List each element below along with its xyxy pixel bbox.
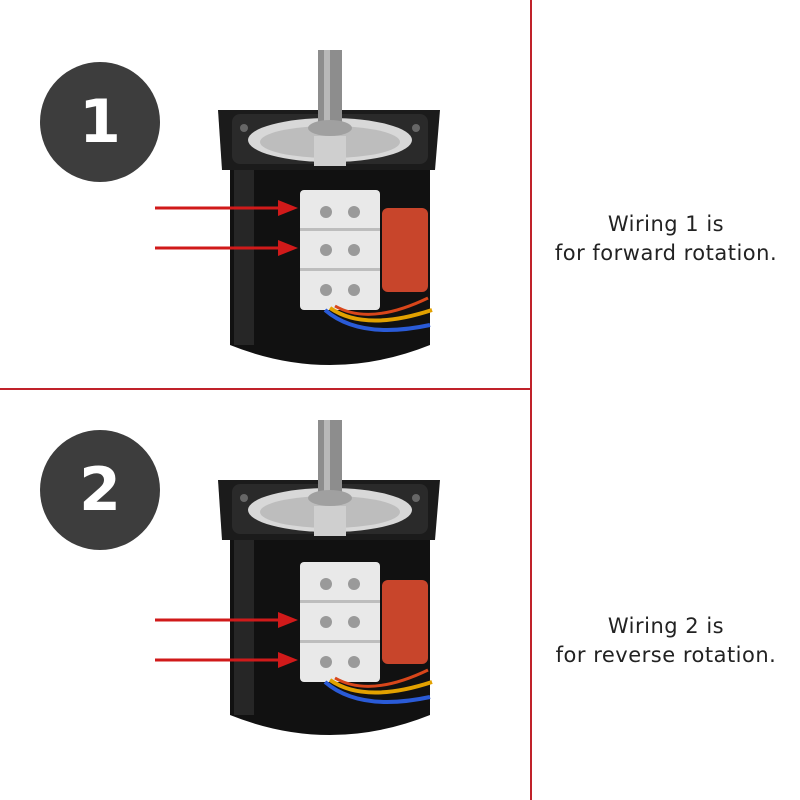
panel-1-caption: Wiring 1 is for forward rotation. xyxy=(535,210,797,268)
panel-1-caption-line-1: Wiring 1 is xyxy=(607,212,725,236)
panel-2-caption: Wiring 2 is for reverse rotation. xyxy=(535,612,797,670)
panel-2-number-badge: 2 xyxy=(40,430,160,550)
panel-1-motor-image xyxy=(218,50,440,365)
vertical-divider xyxy=(530,0,532,800)
panel-1-number-badge: 1 xyxy=(40,62,160,182)
panel-2-caption-line-2: for reverse rotation. xyxy=(555,643,777,667)
panel-2-arrow-icon xyxy=(155,652,298,668)
panel-2-arrow-icon xyxy=(155,612,298,628)
panel-2-caption-line-1: Wiring 2 is xyxy=(607,614,725,638)
panel-2-motor-image xyxy=(218,420,440,735)
horizontal-divider xyxy=(0,388,531,390)
panel-1-caption-line-2: for forward rotation. xyxy=(554,241,778,265)
panel-1-arrow-icon xyxy=(155,240,298,256)
panel-1-number: 1 xyxy=(79,87,121,157)
panel-1-arrow-icon xyxy=(155,200,298,216)
panel-2-number: 2 xyxy=(79,455,121,525)
